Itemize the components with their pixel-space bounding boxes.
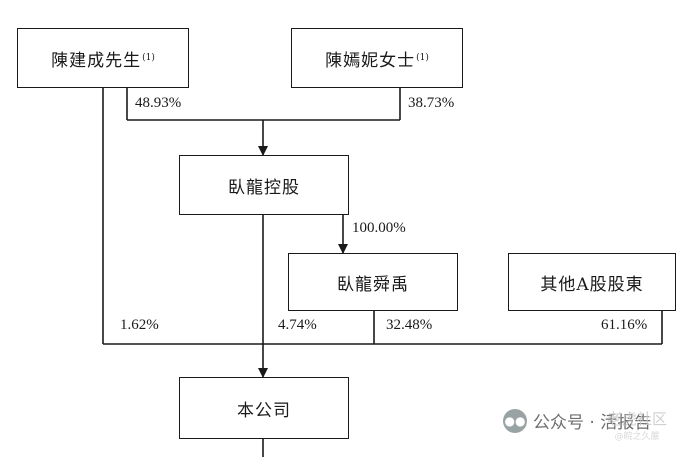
entity-other-a-shareholders: 其他A股股東 <box>508 253 676 311</box>
entity-chen-yanni-label: 陳嫣妮女士 <box>325 50 416 71</box>
pct-jiancheng-to-company: 1.62% <box>120 317 159 333</box>
wechat-icon: ●● <box>503 408 527 433</box>
watermark-text: 公众号 · 活报告 <box>533 413 652 433</box>
pct-others-to-company: 61.16% <box>601 317 648 333</box>
pct-jiancheng-to-holding: 48.93% <box>135 95 182 111</box>
entity-wolong-shunyu-label: 臥龍舜禹 <box>337 274 409 295</box>
pct-shunyu-to-company: 32.48% <box>386 317 433 333</box>
footnote-marker: (1) <box>142 53 155 63</box>
watermark-stamp-line2: @皖之久嚴 <box>614 432 660 442</box>
watermark: ●● 公众号 · 活报告 <box>503 408 651 433</box>
watermark-stamp-line1: 老虎社区 <box>606 410 667 428</box>
entity-chen-yanni: 陳嫣妮女士(1) <box>291 28 463 88</box>
watermark-stamp: 老虎社区 @皖之久嚴 <box>598 410 676 450</box>
footnote-marker: (1) <box>416 53 429 63</box>
entity-chen-jiancheng: 陳建成先生(1) <box>17 28 189 88</box>
entity-chen-jiancheng-label: 陳建成先生 <box>51 50 142 71</box>
pct-holding-to-shunyu: 100.00% <box>352 220 406 236</box>
entity-wolong-holding-label: 臥龍控股 <box>228 177 300 198</box>
pct-holding-to-company: 4.74% <box>278 317 317 333</box>
entity-wolong-holding: 臥龍控股 <box>179 155 349 215</box>
pct-yanni-to-holding: 38.73% <box>408 95 455 111</box>
entity-other-a-shareholders-label: 其他A股股東 <box>540 274 644 295</box>
entity-company: 本公司 <box>179 377 349 439</box>
entity-company-label: 本公司 <box>237 400 291 421</box>
entity-wolong-shunyu: 臥龍舜禹 <box>288 253 458 311</box>
